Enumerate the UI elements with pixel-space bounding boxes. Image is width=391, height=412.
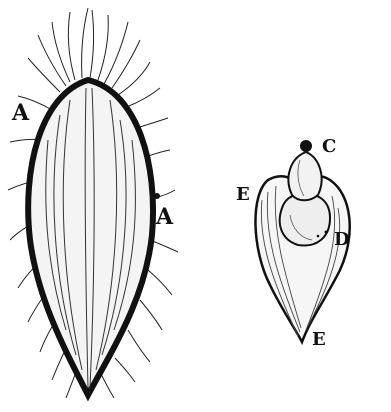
label-c: C: [322, 136, 336, 157]
label-a-top: A: [11, 100, 30, 126]
label-e-left: E: [236, 184, 250, 205]
label-e-bottom: E: [312, 329, 326, 350]
tip-dot: [300, 140, 312, 152]
label-a-right: A: [155, 204, 174, 230]
label-d: D: [334, 229, 350, 250]
marker-dot: [154, 193, 160, 199]
